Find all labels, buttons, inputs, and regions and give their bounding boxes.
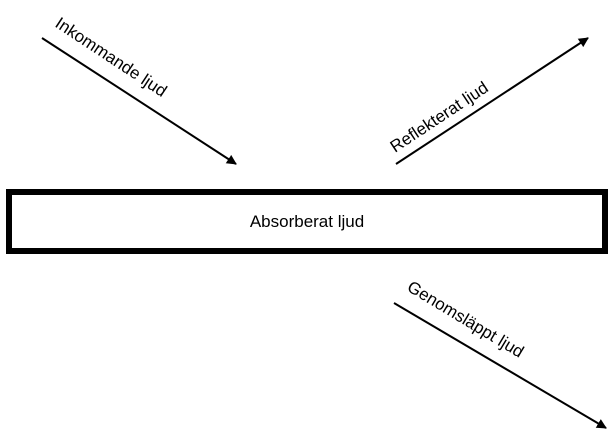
incoming-arrow — [41, 37, 237, 165]
reflected-arrow-group: Reflekterat ljud — [387, 37, 589, 165]
incoming-label: Inkommande ljud — [52, 13, 170, 100]
transmitted-arrow — [393, 302, 607, 429]
reflected-label: Reflekterat ljud — [387, 78, 492, 156]
material-surface: Absorberat ljud — [6, 189, 608, 254]
absorbed-label: Absorberat ljud — [249, 211, 365, 231]
incoming-arrow-group: Inkommande ljud — [41, 13, 237, 165]
transmitted-arrow-group: Genomsläppt ljud — [393, 277, 607, 429]
reflected-arrow — [395, 37, 589, 165]
